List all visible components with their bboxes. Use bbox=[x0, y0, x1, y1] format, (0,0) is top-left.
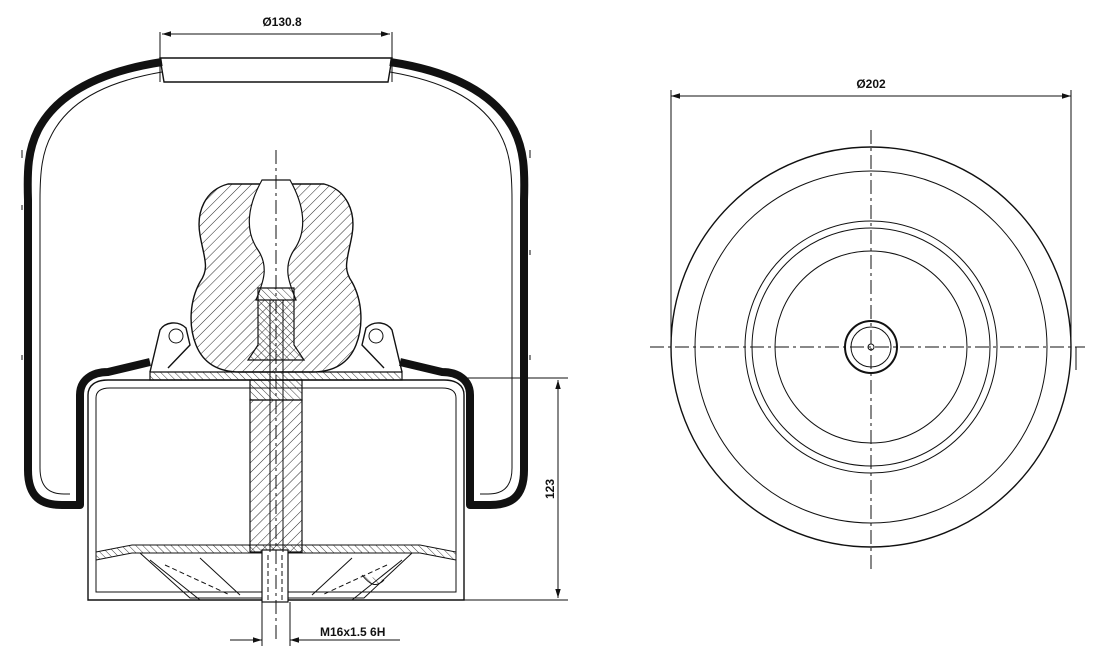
top-bead bbox=[159, 32, 393, 83]
top-diameter-label: Ø130.8 bbox=[262, 15, 302, 29]
height-label: 123 bbox=[543, 479, 557, 499]
top-view bbox=[650, 130, 1085, 570]
thread-label: M16x1.5 6H bbox=[320, 625, 385, 639]
bellows bbox=[21, 58, 531, 509]
dimension-height: 123 bbox=[464, 377, 568, 601]
dimension-top-diameter: Ø130.8 bbox=[162, 15, 390, 37]
dimension-thread: M16x1.5 6H bbox=[230, 602, 400, 646]
outer-diameter-label: Ø202 bbox=[856, 77, 886, 91]
section-view: Ø130.8 bbox=[21, 15, 531, 640]
dimension-outer-diameter: Ø202 bbox=[670, 77, 1072, 347]
